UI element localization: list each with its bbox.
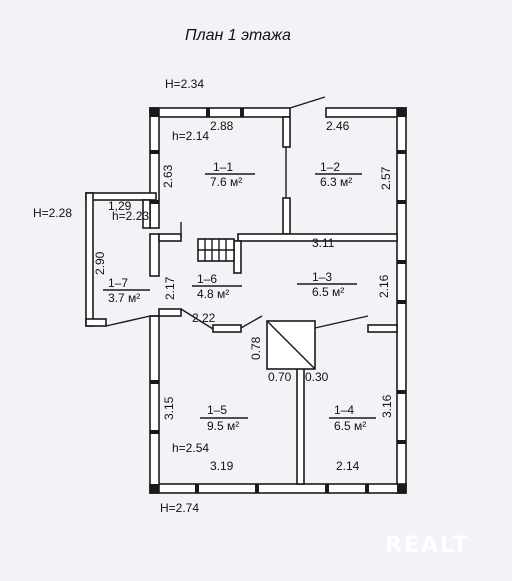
- stairs: [197, 238, 235, 262]
- room-1-5: 1–5 9.5 м²: [200, 403, 248, 433]
- room-id: 1–1: [213, 160, 233, 174]
- room-area: 6.3 м²: [320, 175, 352, 189]
- dim-2-90: 2.90: [93, 251, 107, 275]
- height-bottom: H=2.74: [160, 501, 199, 515]
- outer-walls: [149, 107, 407, 494]
- room-id: 1–5: [207, 403, 227, 417]
- height-room-1-5: h=2.54: [172, 441, 209, 455]
- dim-2-63: 2.63: [161, 164, 175, 188]
- watermark-logo: REALT: [385, 533, 469, 558]
- dim-2-88: 2.88: [210, 119, 234, 133]
- room-area: 6.5 м²: [334, 419, 366, 433]
- dim-3-16: 3.16: [380, 394, 394, 418]
- room-area: 6.5 м²: [312, 285, 344, 299]
- plan-title: План 1 этажа: [185, 27, 291, 44]
- room-area: 9.5 м²: [207, 419, 239, 433]
- room-area: 7.6 м²: [210, 175, 242, 189]
- height-room-1-1: h=2.14: [172, 129, 209, 143]
- room-1-7: 1–7 3.7 м²: [103, 276, 150, 305]
- interior-walls: [158, 116, 398, 485]
- height-left: H=2.28: [33, 206, 72, 220]
- room-1-2: 1–2 6.3 м²: [315, 160, 362, 189]
- dim-3-15: 3.15: [162, 396, 176, 420]
- dim-0-70: 0.70: [268, 370, 292, 384]
- room-id: 1–6: [197, 272, 217, 286]
- dim-2-57: 2.57: [379, 166, 393, 190]
- dim-2-14: 2.14: [336, 459, 360, 473]
- dim-0-30: 0.30: [305, 370, 329, 384]
- room-area: 4.8 м²: [197, 287, 229, 301]
- dim-3-19: 3.19: [210, 459, 234, 473]
- room-id: 1–2: [320, 160, 340, 174]
- dim-0-78: 0.78: [249, 336, 263, 360]
- room-area: 3.7 м²: [108, 291, 140, 305]
- room-1-1: 1–1 7.6 м²: [205, 160, 255, 189]
- stove-block: [266, 320, 316, 370]
- door-swings: [150, 96, 369, 330]
- room-1-4: 1–4 6.5 м²: [329, 403, 376, 433]
- room-id: 1–3: [312, 270, 332, 284]
- dim-2-16: 2.16: [377, 274, 391, 298]
- dim-3-11: 3.11: [312, 236, 335, 250]
- height-room-1-7: h=2.23: [112, 209, 149, 223]
- dim-2-22: 2.22: [192, 311, 216, 325]
- dim-2-17: 2.17: [163, 276, 177, 300]
- dim-2-46: 2.46: [326, 119, 350, 133]
- height-top: H=2.34: [165, 77, 204, 91]
- room-id: 1–4: [334, 403, 354, 417]
- wall-markers: [150, 108, 406, 493]
- veranda-walls: [85, 192, 157, 327]
- dim-1-29: 1,29: [108, 199, 132, 213]
- room-1-3: 1–3 6.5 м²: [297, 270, 357, 299]
- room-id: 1–7: [108, 276, 128, 290]
- room-1-6: 1–6 4.8 м²: [192, 272, 242, 301]
